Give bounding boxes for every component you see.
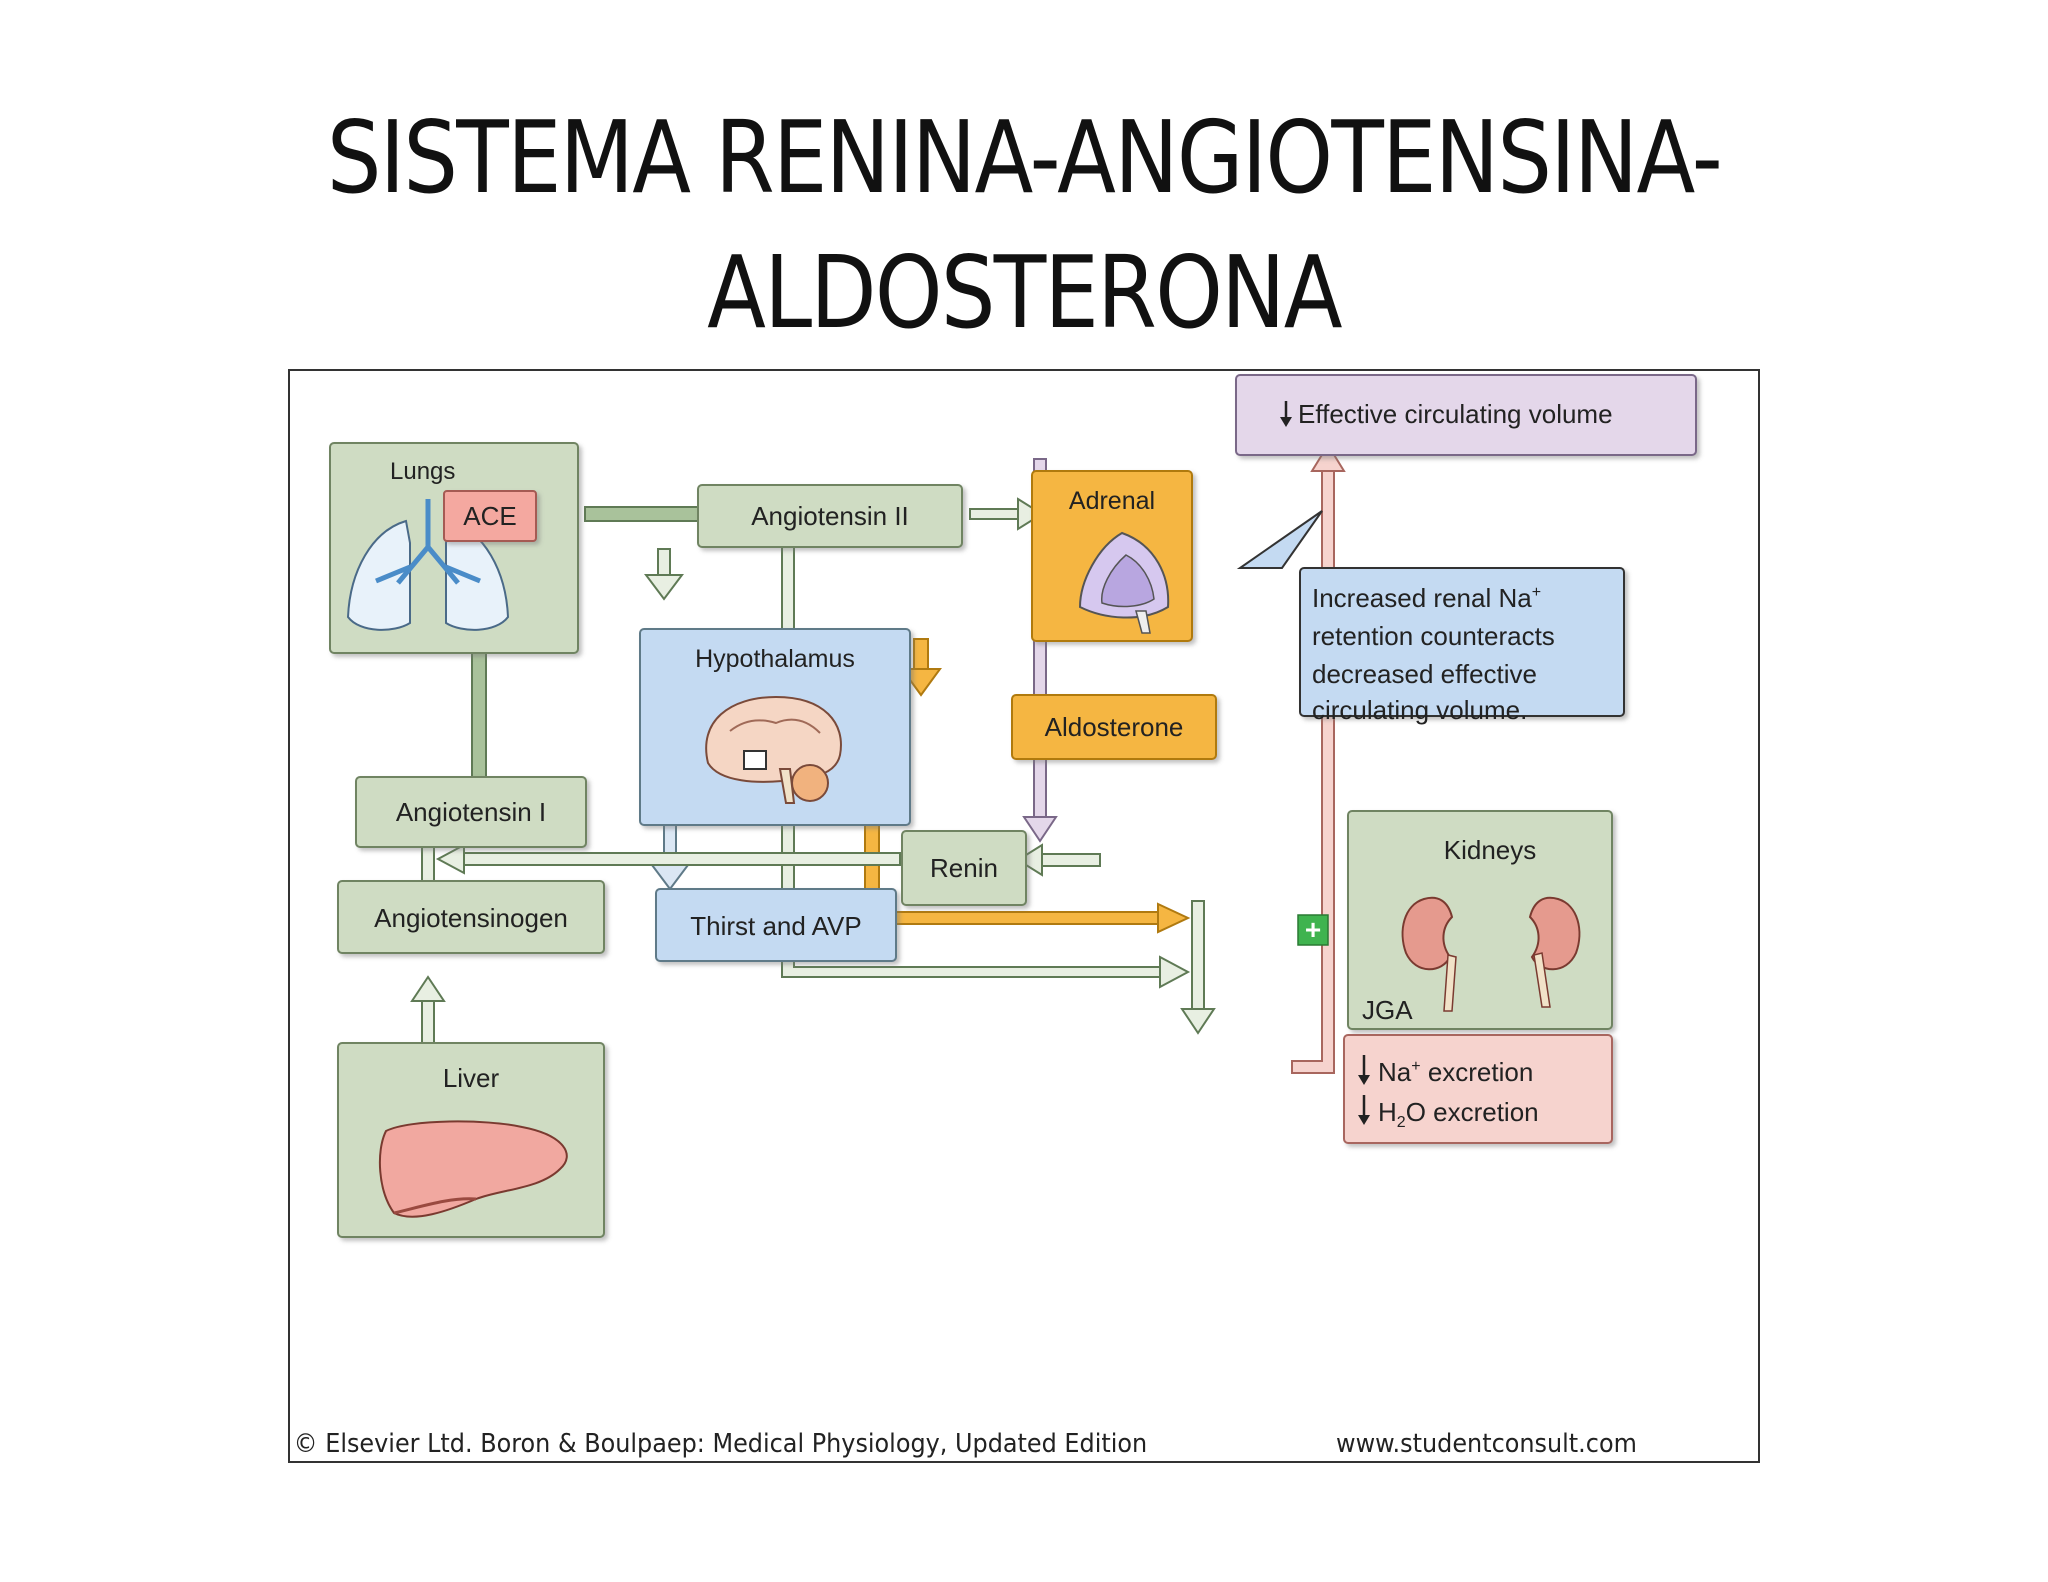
note-node: Increased renal Na+ retention counteract…	[1299, 567, 1625, 725]
copyright-caption: © Elsevier Ltd. Boron & Boulpaep: Medica…	[290, 1429, 1641, 1459]
caption-right: www.studentconsult.com	[1336, 1429, 1637, 1459]
angiotensin-i-label: Angiotensin I	[396, 797, 546, 827]
angiotensin-ii-label: Angiotensin II	[751, 501, 909, 531]
adrenal-gland-icon	[1078, 531, 1170, 634]
angiotensinogen-node: Angiotensinogen	[337, 880, 605, 954]
thirst-avp-label: Thirst and AVP	[690, 911, 862, 941]
thirst-avp-node: Thirst and AVP	[655, 888, 897, 962]
arrow-angiotensin-ii-to-hypothalamus	[644, 548, 684, 601]
arrow-adrenal-to-aldosterone	[900, 638, 942, 697]
aldosterone-node: Aldosterone	[1011, 694, 1217, 760]
arrow-angiotensin-ii-to-adrenal	[969, 497, 1044, 531]
jga-label: JGA	[1362, 995, 1413, 1025]
h2o-excretion-label: H2O excretion	[1378, 1097, 1539, 1131]
adrenal-node: Adrenal	[1031, 470, 1193, 642]
slide-title-line-1: SISTEMA RENINA-ANGIOTENSINA-	[326, 99, 1723, 216]
note-line-3: decreased effective	[1312, 659, 1537, 689]
note-superscript: +	[1532, 584, 1541, 601]
slide-title-line-2: ALDOSTERONA	[707, 234, 1343, 351]
liver-icon	[378, 1120, 568, 1218]
raas-diagram-svg: Lungs ACE Angiotensin II Hypothalamus	[329, 374, 1697, 1238]
effective-volume-node: Effective circulating volume	[1235, 374, 1697, 456]
lungs-node: Lungs	[329, 442, 579, 654]
h-text: H	[1378, 1097, 1397, 1127]
note-line-4: circulating volume.	[1312, 695, 1527, 725]
arrow-kidney-to-excretion	[1180, 900, 1216, 1035]
na-superscript: +	[1411, 1058, 1420, 1075]
h2o-excretion-rest: O excretion	[1406, 1097, 1539, 1127]
down-arrow-icon	[1280, 401, 1292, 427]
arrow-renin-to-angiotensin-i	[435, 843, 901, 875]
angiotensinogen-label: Angiotensinogen	[374, 903, 568, 933]
h2o-down-arrow-icon	[1358, 1095, 1370, 1125]
hypothalamus-label: Hypothalamus	[695, 645, 855, 673]
aldosterone-label: Aldosterone	[1045, 712, 1184, 742]
arrow-jga-to-renin	[1016, 843, 1101, 877]
angiotensin-ii-node: Angiotensin II	[697, 484, 963, 548]
na-text: Na	[1378, 1057, 1412, 1087]
lungs-icon	[346, 499, 510, 631]
arrow-liver-to-angiotensinogen	[410, 975, 446, 1044]
liver-node: Liver	[337, 1042, 605, 1238]
ace-node: ACE	[443, 490, 537, 542]
caption-left: © Elsevier Ltd. Boron & Boulpaep: Medica…	[293, 1429, 1148, 1459]
kidneys-node: Kidneys JGA	[1347, 810, 1613, 1030]
angiotensin-i-node: Angiotensin I	[355, 776, 587, 848]
svg-text:Increased renal Na+: Increased renal Na+	[1312, 583, 1541, 613]
kidneys-label: Kidneys	[1444, 835, 1537, 865]
brain-icon	[705, 695, 842, 804]
lungs-label: Lungs	[390, 458, 455, 485]
na-excretion-rest: excretion	[1421, 1057, 1534, 1087]
renin-node: Renin	[901, 830, 1027, 906]
renin-label: Renin	[930, 853, 998, 883]
raas-diagram: Lungs ACE Angiotensin II Hypothalamus	[288, 369, 1760, 1463]
plus-sign: +	[1305, 914, 1321, 945]
excretion-node: Na+ excretion H2O excretion	[1343, 1034, 1613, 1144]
plus-badge: +	[1297, 914, 1329, 946]
liver-label: Liver	[443, 1063, 500, 1093]
kidney-icon	[1401, 896, 1581, 1012]
na-down-arrow-icon	[1358, 1055, 1370, 1085]
hypothalamus-node: Hypothalamus	[639, 628, 911, 826]
note-line-1: Increased renal Na	[1312, 583, 1532, 613]
adrenal-label: Adrenal	[1069, 487, 1155, 515]
note-line-2: retention counteracts	[1312, 621, 1555, 651]
note-pointer	[1236, 510, 1323, 569]
na-excretion-label: Na+ excretion	[1378, 1057, 1533, 1087]
ace-label: ACE	[463, 501, 516, 531]
effective-volume-label: Effective circulating volume	[1298, 399, 1613, 429]
h2o-subscript: 2	[1397, 1114, 1406, 1131]
